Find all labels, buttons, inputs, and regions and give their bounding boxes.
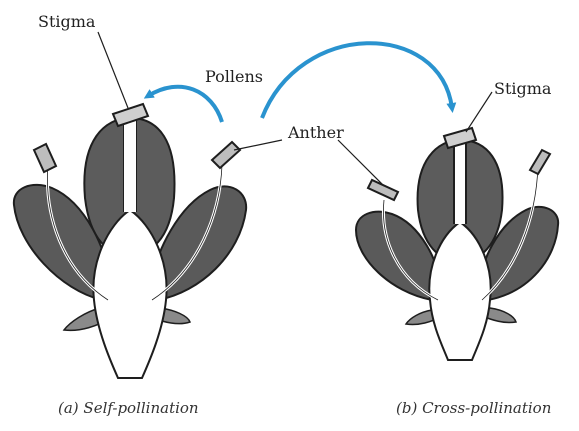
label-stigma-right: Stigma — [494, 79, 552, 98]
label-anther: Anther — [287, 123, 344, 142]
leader-anther-right — [338, 140, 384, 186]
arrow-self-pollination — [148, 87, 222, 122]
label-stigma-left: Stigma — [38, 12, 96, 31]
style-fill — [454, 142, 466, 224]
anther-right — [530, 150, 550, 174]
label-pollens: Pollens — [205, 67, 263, 86]
leader-stigma-left — [98, 32, 128, 108]
leader-anther-left — [234, 140, 282, 150]
flower-self-pollination — [14, 104, 246, 378]
anther-left — [34, 144, 56, 172]
flower-cross-pollination — [356, 128, 558, 360]
style-fill — [124, 120, 136, 212]
caption-cross-pollination: (b) Cross-pollination — [396, 399, 551, 417]
leader-stigma-right — [466, 92, 492, 132]
anther-right — [212, 142, 240, 168]
anther-left — [368, 180, 398, 200]
arrow-cross-pollination — [262, 43, 452, 118]
caption-self-pollination: (a) Self-pollination — [58, 399, 199, 417]
